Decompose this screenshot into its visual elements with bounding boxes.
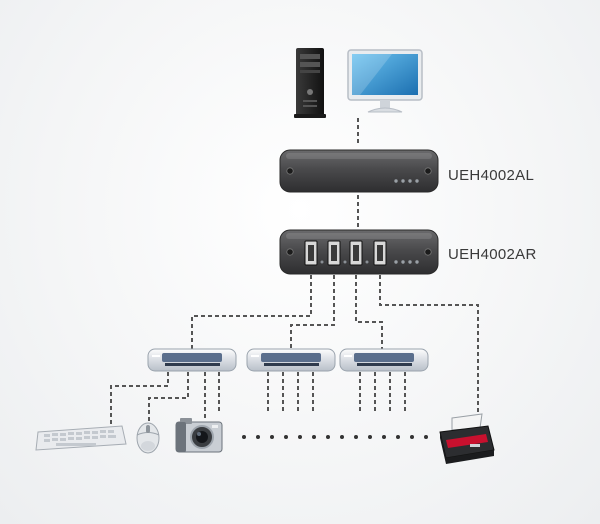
led-indicators (394, 179, 419, 183)
link-hub1-to-keyboard (110, 372, 169, 426)
screw-icon (424, 167, 432, 175)
usb-hub (246, 348, 336, 372)
usb-hub (339, 348, 429, 372)
local-unit-body (279, 149, 439, 193)
usb-hub (147, 348, 237, 372)
screw-icon (424, 248, 432, 256)
remote-unit: UEH4002AR (279, 229, 537, 275)
mouse-icon (136, 422, 160, 454)
screw-icon (286, 248, 294, 256)
local-unit-label: UEH4002AL (448, 167, 534, 184)
monitor-icon (347, 49, 423, 113)
local-unit: UEH4002AL (279, 149, 534, 193)
remote-unit-label: UEH4002AR (448, 246, 537, 263)
link-remote-to-hub-2 (290, 275, 335, 352)
link-remote-to-hub-1 (191, 275, 312, 352)
link-remote-to-hub-3 (355, 275, 383, 352)
printer-icon (439, 413, 495, 464)
tower-icon (294, 48, 326, 118)
link-hub1-to-mouse (148, 372, 189, 424)
keyboard-icon (35, 425, 127, 451)
led-indicators (394, 260, 419, 264)
more-devices-dots (242, 435, 428, 439)
link-remote-to-printer (379, 275, 479, 418)
connection-links (110, 118, 479, 426)
usb-port-icons (304, 240, 387, 266)
camera-icon (175, 418, 223, 453)
screw-icon (286, 167, 294, 175)
computer (294, 48, 423, 118)
